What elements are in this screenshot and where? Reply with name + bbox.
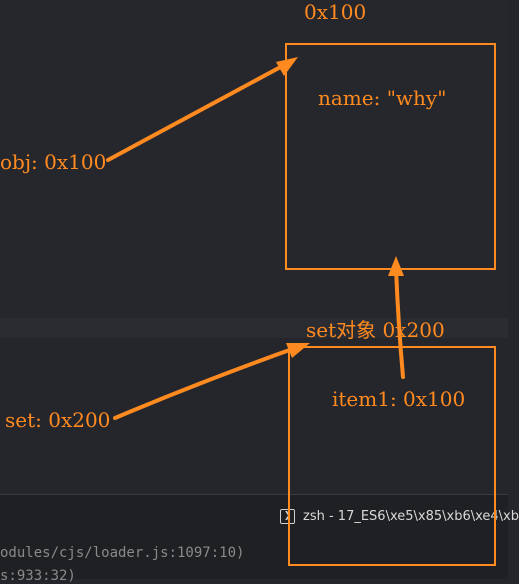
editor-area-top [0, 0, 508, 318]
set-box [288, 346, 496, 566]
terminal-tab-title: zsh - 17_ES6\xe5\x85\xb6\xe4\xb [303, 508, 519, 524]
set-reference-label: set: 0x200 [5, 408, 111, 432]
highlighted-line [0, 318, 508, 338]
object-box [285, 43, 496, 270]
item1-to-object-arrow [394, 266, 405, 379]
obj-reference-label: obj: 0x100 [0, 150, 107, 174]
terminal-icon: ❯ [280, 508, 295, 524]
obj-to-object-arrow [106, 61, 290, 162]
arrows-layer [106, 57, 405, 420]
arrowhead-item1 [388, 256, 404, 276]
arrowhead-set [286, 343, 310, 358]
set-object-label: set对象 0x200 [306, 318, 445, 342]
name-field-label: name: "why" [318, 86, 447, 110]
terminal-output-line: s:933:32) [0, 568, 76, 584]
item1-label: item1: 0x100 [332, 387, 466, 411]
set-to-setobj-arrow [113, 345, 300, 420]
terminal-output-line: odules/cjs/loader.js:1097:10) [0, 545, 245, 561]
terminal-tab[interactable]: ❯ zsh - 17_ES6\xe5\x85\xb6\xe4\xb [280, 505, 519, 527]
object-address-label: 0x100 [304, 0, 367, 24]
arrowhead-obj [276, 57, 298, 76]
